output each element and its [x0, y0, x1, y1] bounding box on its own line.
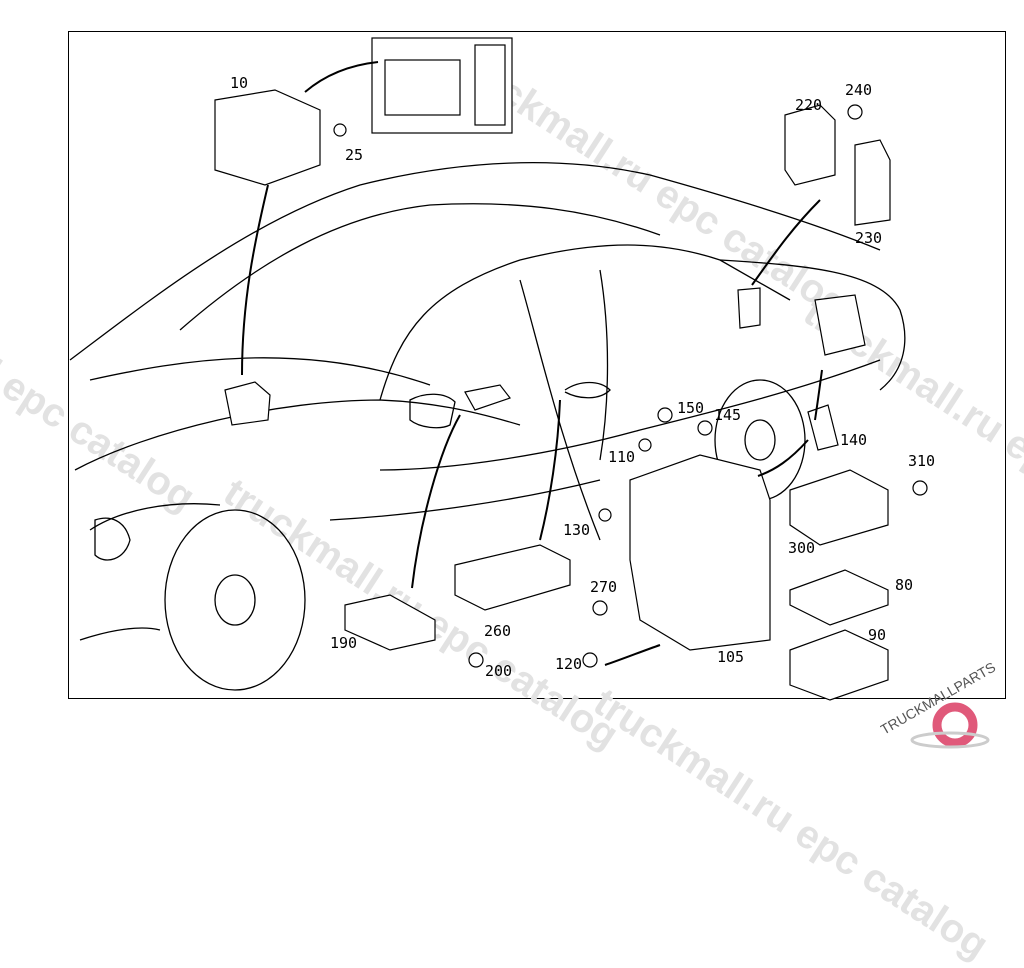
- label-90: 90: [868, 626, 886, 644]
- label-190: 190: [330, 634, 357, 652]
- part-labels: 10 25 220 240 230 150 145 140 110 310 13…: [230, 74, 935, 680]
- car-outline: [69, 162, 906, 691]
- label-140: 140: [840, 431, 867, 449]
- label-80: 80: [895, 576, 913, 594]
- diagram-frame: [68, 31, 1006, 699]
- part-80: [789, 569, 889, 626]
- part-90: [789, 629, 889, 701]
- part-140: [807, 404, 839, 451]
- label-300: 300: [788, 539, 815, 557]
- gear-icon: [932, 702, 978, 748]
- label-130: 130: [563, 521, 590, 539]
- label-110: 110: [608, 448, 635, 466]
- label-200: 200: [485, 662, 512, 680]
- part-260: [454, 544, 571, 611]
- label-240: 240: [845, 81, 872, 99]
- label-25: 25: [345, 146, 363, 164]
- label-220: 220: [795, 96, 822, 114]
- label-10: 10: [230, 74, 248, 92]
- part-105: [629, 454, 771, 651]
- part-10: [214, 89, 321, 186]
- part-220: [784, 104, 836, 186]
- label-230: 230: [855, 229, 882, 247]
- arrows: [241, 61, 823, 666]
- components: [214, 37, 891, 701]
- parts-diagram: 10 25 220 240 230 150 145 140 110 310 13…: [69, 37, 935, 701]
- label-150: 150: [677, 399, 704, 417]
- label-145: 145: [714, 406, 741, 424]
- part-190: [344, 594, 436, 651]
- fasteners: [333, 104, 928, 668]
- label-260: 260: [484, 622, 511, 640]
- label-120: 120: [555, 655, 582, 673]
- truckmallparts-logo: TRUCKMALLPARTS: [880, 659, 998, 749]
- label-270: 270: [590, 578, 617, 596]
- part-230: [854, 139, 891, 226]
- part-300: [789, 469, 889, 546]
- label-105: 105: [717, 648, 744, 666]
- label-310: 310: [908, 452, 935, 470]
